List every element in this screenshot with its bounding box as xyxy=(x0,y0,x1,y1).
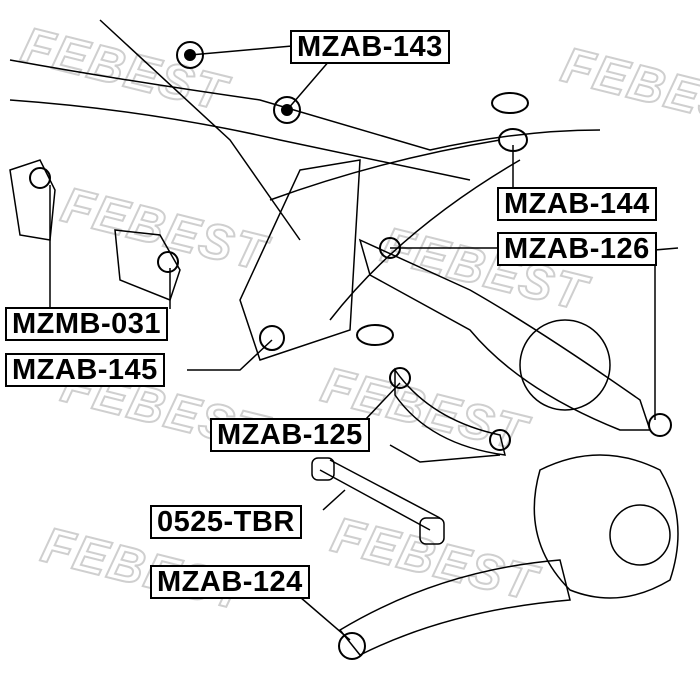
arm-mzab125 xyxy=(394,367,506,456)
knuckle xyxy=(533,454,679,599)
hub xyxy=(609,504,671,566)
part-label-mzmb-031: MZMB-031 xyxy=(5,307,169,341)
part-label-0525-tbr: 0525-TBR xyxy=(150,505,302,539)
crossmember xyxy=(269,139,521,321)
upper-control-arm xyxy=(358,238,652,431)
bushings xyxy=(29,41,672,660)
part-label-mzab-143: MZAB-143 xyxy=(290,30,450,64)
subframe-bracket xyxy=(99,19,361,361)
tie-rod xyxy=(319,459,441,531)
subframe-outline xyxy=(9,59,601,181)
part-label-mzab-124: MZAB-124 xyxy=(150,565,310,599)
bracket-mzmb031 xyxy=(114,229,181,301)
lower-control-arm xyxy=(338,559,571,656)
bracket-left xyxy=(9,159,56,241)
rod-end xyxy=(311,457,335,481)
part-label-mzab-145: MZAB-145 xyxy=(5,353,165,387)
part-label-mzab-144: MZAB-144 xyxy=(497,187,657,221)
spring-seat xyxy=(519,319,611,411)
part-label-mzab-126: MZAB-126 xyxy=(497,232,657,266)
part-label-mzab-125: MZAB-125 xyxy=(210,418,370,452)
rod-end xyxy=(419,517,445,545)
